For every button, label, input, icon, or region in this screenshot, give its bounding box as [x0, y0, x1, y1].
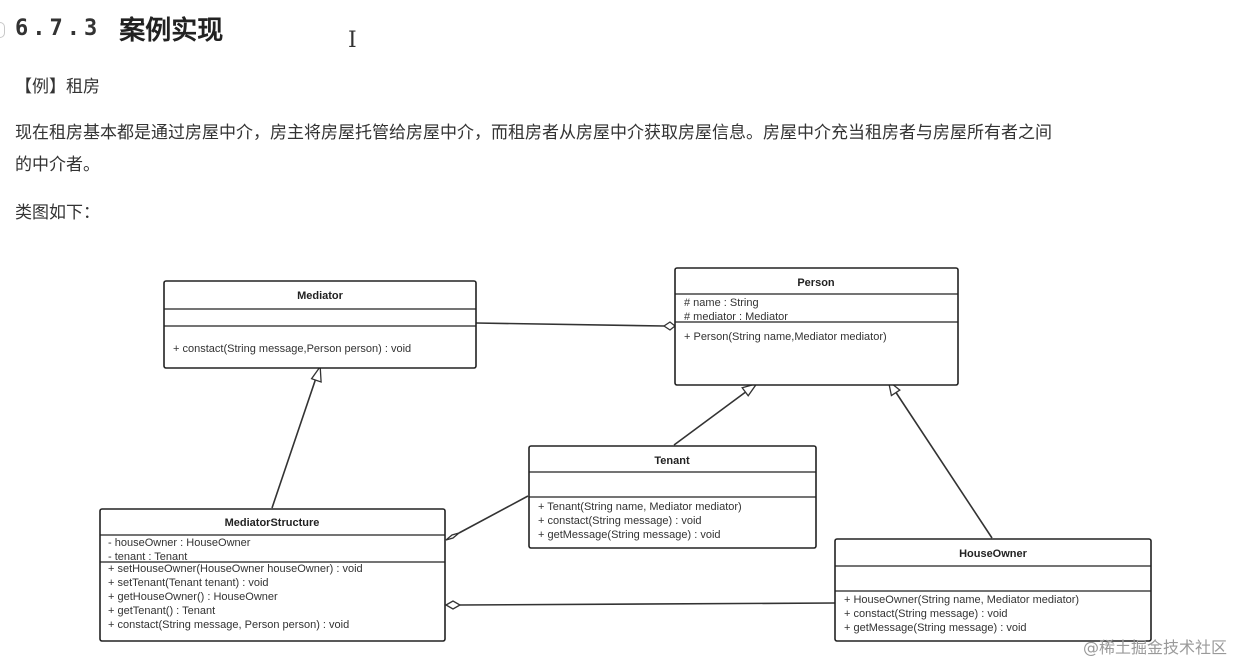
tenant-method: + constact(String message) : void	[538, 515, 702, 527]
houseowner-method: + getMessage(String message) : void	[844, 622, 1027, 634]
mediatorstructure-attribute: - houseOwner : HouseOwner	[108, 537, 251, 549]
section-title: 案例实现	[119, 15, 224, 46]
aggregation-diamond-mediatorstructure-tenant	[445, 532, 460, 541]
mediatorstructure-attribute: - tenant : Tenant	[108, 551, 187, 563]
class-tenant: Tenant + Tenant(String name, Mediator me…	[528, 445, 817, 549]
class-houseowner: HouseOwner + HouseOwner(String name, Med…	[834, 538, 1152, 642]
association-mediator-person	[475, 322, 665, 327]
person-attribute: # mediator : Mediator	[684, 311, 788, 323]
class-diagram-intro: 类图如下：	[15, 203, 100, 223]
class-name-person: Person	[797, 277, 835, 289]
class-name-mediatorstructure: MediatorStructure	[225, 517, 320, 529]
mediatorstructure-method: + getHouseOwner() : HouseOwner	[108, 591, 278, 603]
text-cursor-icon: I	[348, 28, 357, 53]
description-paragraph-line-2: 的中介者。	[15, 155, 100, 175]
aggregation-diamond-person	[662, 321, 677, 331]
inheritance-arrowhead-mediator	[310, 364, 322, 383]
aggregation-diamond-mediatorstructure-houseowner	[444, 600, 462, 610]
mediatorstructure-method: + constact(String message, Person person…	[108, 619, 349, 631]
person-method: + Person(String name,Mediator mediator)	[684, 331, 887, 343]
houseowner-method: + constact(String message) : void	[844, 608, 1008, 620]
section-heading: 6.7.3 案例实现	[15, 6, 223, 50]
class-name-tenant: Tenant	[654, 455, 690, 467]
class-name-mediator: Mediator	[297, 290, 344, 302]
section-number: 6.7.3	[15, 15, 102, 41]
tenant-method: + Tenant(String name, Mediator mediator)	[538, 501, 742, 513]
class-name-houseowner: HouseOwner	[959, 548, 1028, 560]
class-person: Person # name : String # mediator : Medi…	[674, 267, 959, 386]
association-mediatorstructure-houseowner	[459, 602, 836, 606]
mediatorstructure-method: + setTenant(Tenant tenant) : void	[108, 577, 269, 589]
mediator-method: + constact(String message,Person person)…	[173, 343, 411, 355]
mediatorstructure-method: + setHouseOwner(HouseOwner houseOwner) :…	[108, 563, 363, 575]
houseowner-method: + HouseOwner(String name, Mediator media…	[844, 594, 1079, 606]
example-label: 【例】租房	[15, 77, 100, 97]
tenant-method: + getMessage(String message) : void	[538, 529, 721, 541]
generalization-tenant-person	[673, 390, 748, 446]
class-mediator: Mediator + constact(String message,Perso…	[163, 280, 477, 369]
person-attribute: # name : String	[684, 297, 759, 309]
association-mediatorstructure-tenant	[458, 495, 529, 534]
description-paragraph-line-1: 现在租房基本都是通过房屋中介，房主将房屋托管给房屋中介，而租房者从房屋中介获取房…	[15, 123, 1052, 143]
generalization-houseowner-person	[894, 390, 993, 539]
watermark: @稀土掘金技术社区	[1083, 638, 1228, 657]
generalization-mediatorstructure-mediator	[271, 377, 317, 509]
mediatorstructure-method: + getTenant() : Tenant	[108, 605, 215, 617]
class-mediatorstructure: MediatorStructure - houseOwner : HouseOw…	[99, 508, 446, 642]
